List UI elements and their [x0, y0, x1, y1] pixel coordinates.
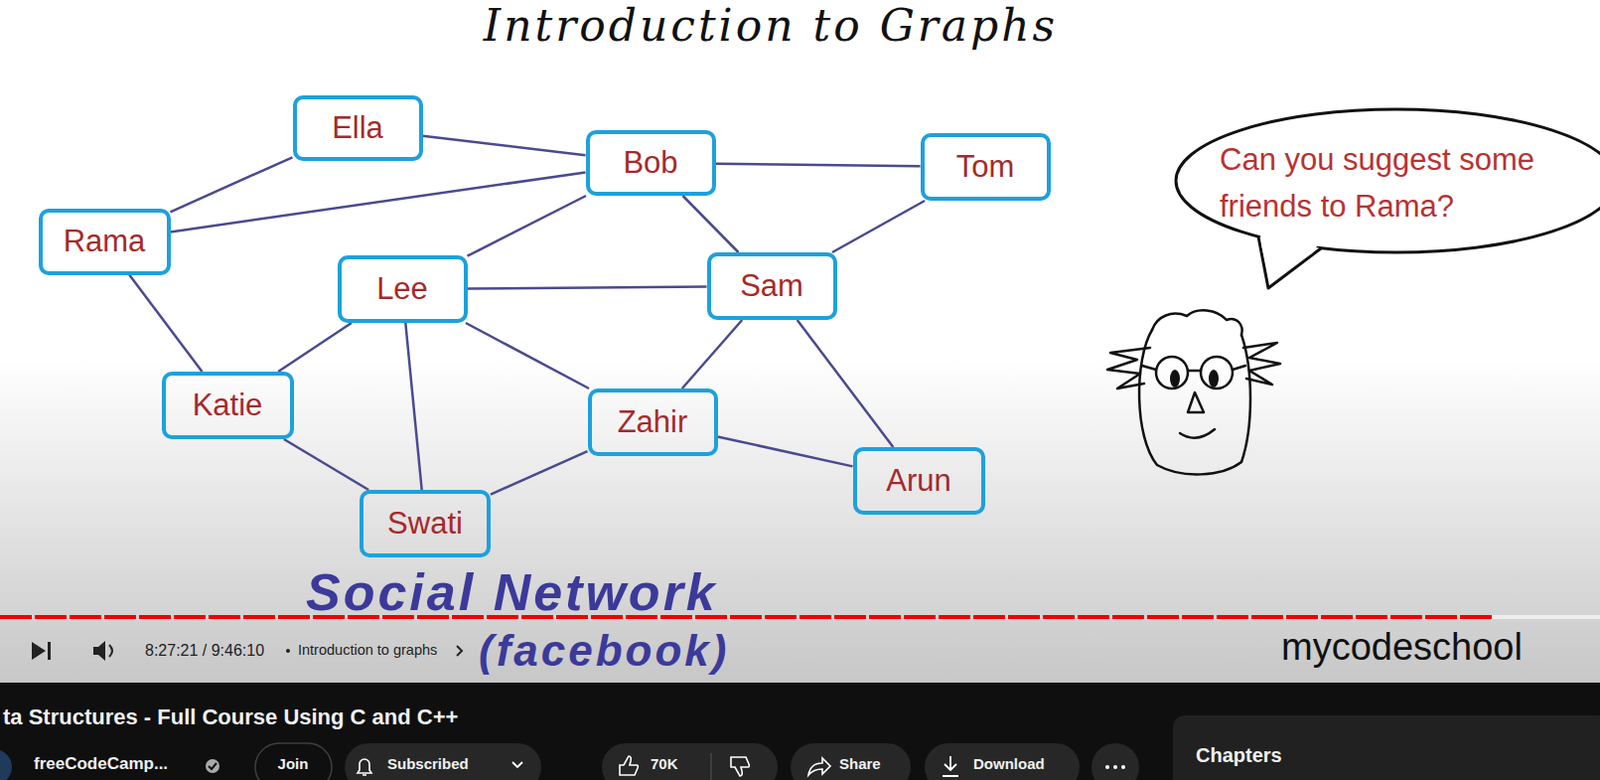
thumb-up-icon — [619, 755, 638, 775]
next-icon — [31, 641, 46, 660]
like-button — [601, 742, 778, 780]
more-dot — [1105, 764, 1110, 769]
watermark: mycodeschool — [1281, 625, 1523, 669]
friendship-line — [797, 319, 894, 447]
download-icon — [942, 755, 959, 776]
person-name: Bob — [622, 145, 678, 181]
verified-icon — [208, 762, 217, 769]
next-icon — [47, 641, 51, 660]
volume-icon — [109, 644, 113, 657]
friendship-line — [718, 436, 854, 466]
more-button — [1091, 742, 1140, 780]
friendship-line — [465, 322, 589, 389]
person-name: Swati — [387, 505, 463, 542]
progress-bar — [0, 614, 1492, 619]
volume-icon — [93, 640, 106, 661]
person-box: Zahir — [587, 388, 719, 456]
person-box: Swati — [359, 489, 491, 558]
bubble-text: Can you suggest some friends to Rama? — [1219, 137, 1598, 230]
friendship-line — [467, 195, 587, 257]
more-dot — [1121, 764, 1126, 769]
person-box: Sam — [707, 252, 838, 320]
person-name: Sam — [739, 268, 804, 304]
video-time: 8:27:21 / 9:46:10 — [145, 641, 265, 660]
divider — [711, 752, 713, 780]
button-text: Download — [973, 754, 1045, 772]
eye — [1208, 369, 1219, 388]
bell-icon — [357, 758, 372, 775]
person-box: Katie — [161, 371, 294, 439]
friendship-line — [278, 322, 352, 372]
person-name: Rama — [63, 223, 146, 260]
person-box: Bob — [585, 130, 717, 196]
person-box: Tom — [920, 133, 1051, 201]
person-name: Ella — [331, 110, 384, 146]
panel-heading: Chapters — [1195, 743, 1283, 767]
verified-icon — [205, 758, 220, 773]
progress-rest — [1491, 614, 1600, 619]
person-name: Lee — [376, 271, 429, 307]
friendship-line — [716, 163, 921, 166]
bubble-tail-cover — [1260, 232, 1319, 282]
share-button — [790, 742, 911, 780]
channel-name: freeCodeCamp... — [33, 753, 168, 774]
thumb-down-icon — [730, 756, 749, 776]
video-title: ta Structures - Full Course Using C and … — [2, 704, 458, 730]
subscribed-button — [344, 742, 542, 780]
bubble-ellipse — [1175, 109, 1600, 253]
more-dot — [1113, 764, 1118, 769]
person-name: Zahir — [617, 404, 689, 440]
separator-dot — [286, 648, 291, 653]
handwritten-note: (facebook) — [478, 625, 729, 676]
friendship-line — [467, 287, 708, 290]
button-text: Join — [278, 754, 309, 772]
chapter-name: Introduction to graphs — [297, 641, 437, 658]
friendship-line — [170, 156, 293, 212]
chapters-panel — [1172, 715, 1600, 780]
button-text: Share — [839, 754, 881, 772]
person-name: Tom — [956, 148, 1016, 185]
share-icon — [808, 757, 831, 775]
friendship-line — [129, 275, 202, 373]
chevron-icon — [456, 645, 462, 656]
cartoon-face — [1107, 309, 1281, 474]
handwritten-note: Social Network — [305, 562, 719, 622]
page-title: Introduction to Graphs — [483, 0, 1058, 51]
chevron-icon — [512, 761, 523, 767]
friendship-line — [405, 322, 422, 490]
like-count: 70K — [650, 754, 679, 772]
friendship-line — [832, 200, 925, 253]
person-box: Ella — [292, 95, 424, 161]
eye — [1169, 369, 1180, 388]
friendship-line — [490, 450, 588, 494]
friendship-line — [284, 438, 369, 490]
friendship-line — [423, 136, 586, 155]
person-box: Lee — [337, 255, 468, 323]
friendship-line — [170, 171, 586, 232]
friendship-line — [682, 195, 738, 253]
video-shade — [0, 357, 1600, 683]
person-box: Arun — [853, 446, 986, 515]
speech-bubble: Can you suggest some friends to Rama? — [1172, 107, 1600, 291]
download-button — [924, 742, 1080, 780]
person-name: Arun — [885, 462, 951, 499]
person-name: Katie — [192, 387, 264, 424]
button-text: Subscribed — [387, 754, 469, 772]
channel-avatar — [0, 748, 12, 780]
person-box: Rama — [38, 208, 171, 276]
join-button — [255, 742, 332, 780]
friendship-line — [682, 319, 742, 389]
